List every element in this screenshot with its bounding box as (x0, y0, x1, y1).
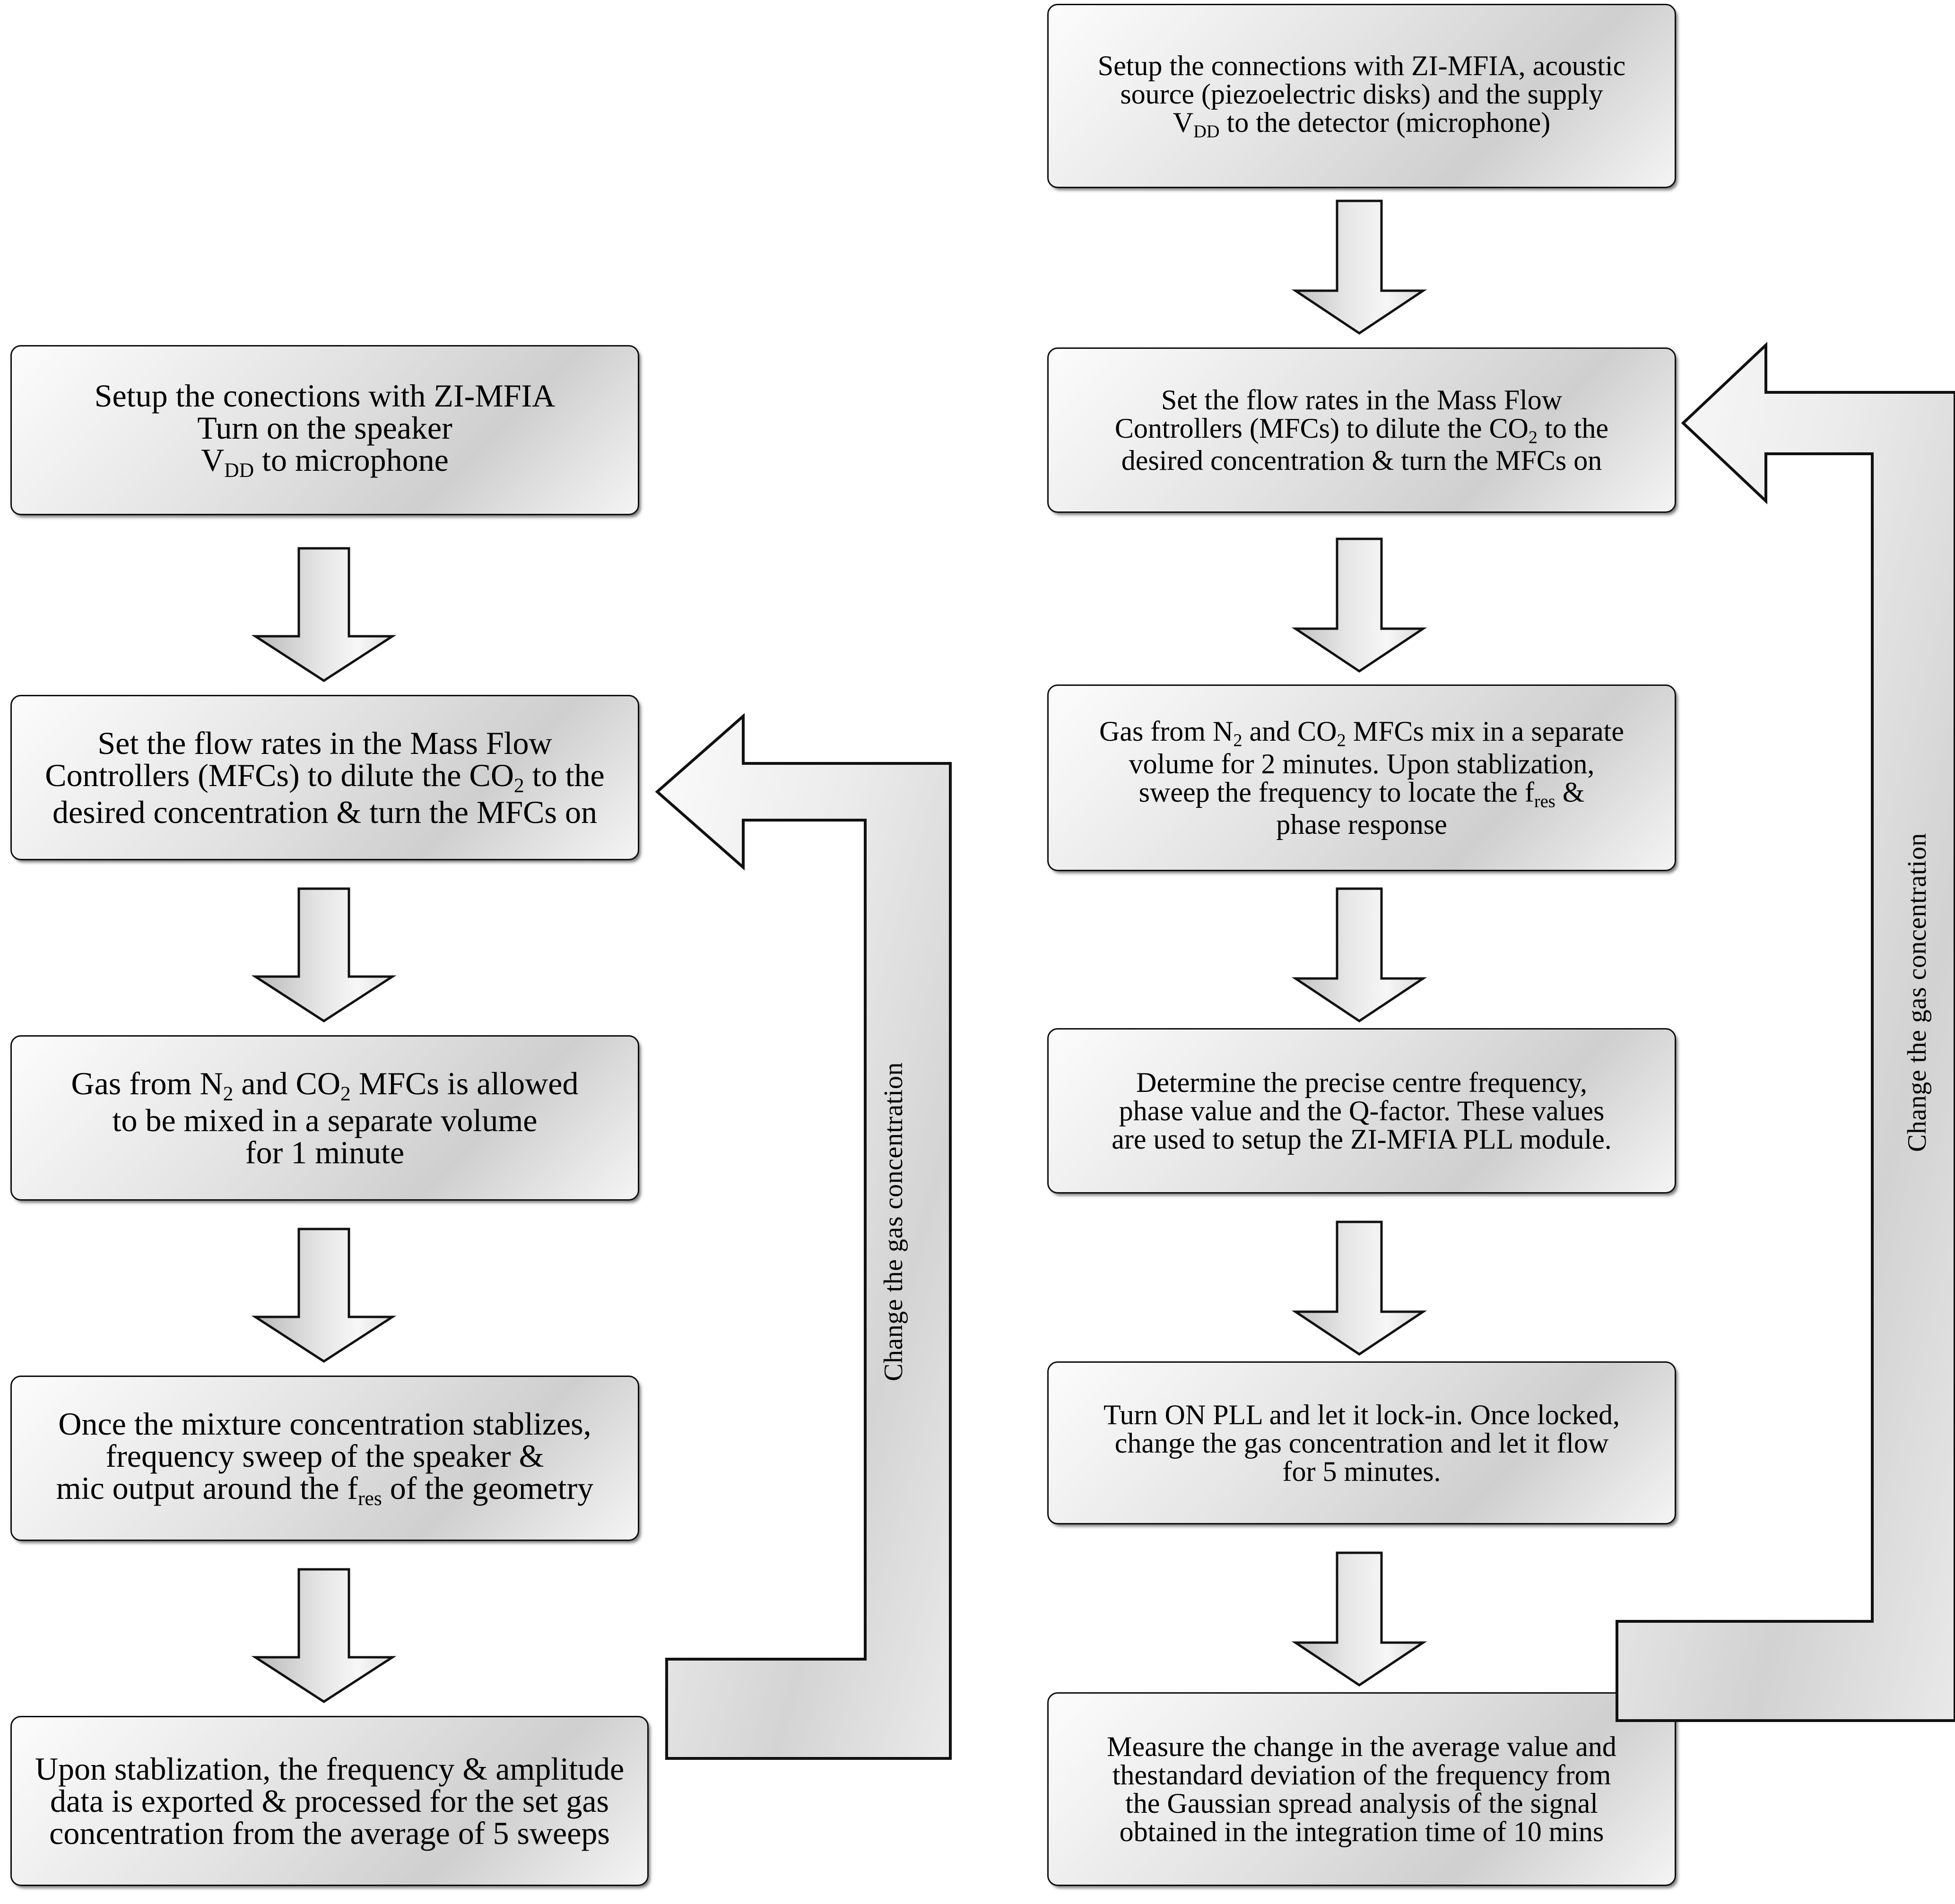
box-line: sweep the frequency to locate the fres & (1138, 776, 1585, 812)
process-box-r3: Gas from N2 and CO2 MFCs mix in a separa… (1047, 684, 1676, 871)
box-line: desired concentration & turn the MFCs on (1121, 445, 1602, 476)
box-line: thestandard deviation of the frequency f… (1112, 1759, 1611, 1791)
box-line: Gas from N2 and CO2 MFCs mix in a separa… (1099, 715, 1624, 751)
flow-arrow-r1-r2 (1291, 199, 1427, 335)
feedback-arrow-right (1616, 336, 1955, 1749)
flow-arrow-l1-l2 (251, 547, 397, 682)
box-line: Setup the connections with ZI-MFIA, acou… (1097, 50, 1626, 81)
box-line: volume for 2 minutes. Upon stablization, (1129, 748, 1595, 779)
box-line: Measure the change in the average value … (1107, 1731, 1616, 1762)
process-box-r1: Setup the connections with ZI-MFIA, acou… (1047, 4, 1676, 188)
flow-arrow-l3-l4 (251, 1228, 397, 1363)
flow-arrow-r4-r5 (1291, 1220, 1427, 1356)
box-line: Controllers (MFCs) to dilute the CO2 to … (45, 757, 605, 797)
box-line: Once the mixture concentration stablizes… (58, 1405, 591, 1442)
box-line: Set the flow rates in the Mass Flow (97, 725, 552, 761)
flow-arrow-l4-l5 (251, 1568, 397, 1703)
process-box-l3: Gas from N2 and CO2 MFCs is allowed to b… (10, 1035, 639, 1201)
box-line: Gas from N2 and CO2 MFCs is allowed (71, 1065, 579, 1105)
box-line: phase response (1276, 809, 1447, 840)
flow-arrow-r5-r6 (1291, 1551, 1427, 1687)
box-line: Upon stablization, the frequency & ampli… (35, 1751, 625, 1787)
process-box-r5: Turn ON PLL and let it lock-in. Once loc… (1047, 1361, 1676, 1524)
process-box-r6: Measure the change in the average value … (1047, 1692, 1676, 1886)
box-line: frequency sweep of the speaker & (105, 1437, 544, 1474)
box-line: source (piezoelectric disks) and the sup… (1120, 78, 1603, 110)
box-line: VDD to microphone (201, 441, 449, 482)
box-line: Controllers (MFCs) to dilute the CO2 to … (1114, 412, 1609, 448)
box-line: VDD to the detector (microphone) (1173, 106, 1551, 142)
flow-arrow-r3-r4 (1291, 887, 1427, 1023)
box-line: concentration from the average of 5 swee… (49, 1815, 610, 1851)
box-line: mic output around the fres of the geomet… (56, 1470, 594, 1510)
box-line: phase value and the Q-factor. These valu… (1119, 1095, 1605, 1126)
box-line: Turn on the speaker (197, 409, 452, 446)
box-line: the Gaussian spread analysis of the sign… (1125, 1788, 1598, 1819)
process-box-l5: Upon stablization, the frequency & ampli… (10, 1716, 649, 1886)
box-line: change the gas concentration and let it … (1114, 1427, 1609, 1459)
process-box-l1: Setup the conections with ZI-MFIA Turn o… (10, 345, 639, 515)
box-line: are used to setup the ZI-MFIA PLL module… (1112, 1124, 1612, 1155)
box-line: Setup the conections with ZI-MFIA (94, 377, 556, 414)
box-line: for 5 minutes. (1282, 1455, 1441, 1487)
process-box-l4: Once the mixture concentration stablizes… (10, 1376, 639, 1541)
feedback-arrow-left (655, 704, 952, 1787)
box-line: Determine the precise centre frequency, (1136, 1067, 1587, 1098)
box-line: data is exported & processed for the set… (50, 1783, 609, 1819)
box-line: to be mixed in a separate volume (112, 1102, 538, 1139)
box-line: obtained in the integration time of 10 m… (1119, 1816, 1604, 1847)
process-box-l2: Set the flow rates in the Mass Flow Cont… (10, 695, 639, 860)
box-line: for 1 minute (245, 1134, 405, 1171)
flow-arrow-r2-r3 (1291, 537, 1427, 673)
box-line: desired concentration & turn the MFCs on (52, 794, 597, 831)
flow-arrow-l2-l3 (251, 887, 397, 1022)
process-box-r4: Determine the precise centre frequency, … (1047, 1028, 1676, 1194)
box-line: Turn ON PLL and let it lock-in. Once loc… (1103, 1399, 1620, 1430)
box-line: Set the flow rates in the Mass Flow (1161, 384, 1563, 415)
process-box-r2: Set the flow rates in the Mass Flow Cont… (1047, 347, 1676, 513)
